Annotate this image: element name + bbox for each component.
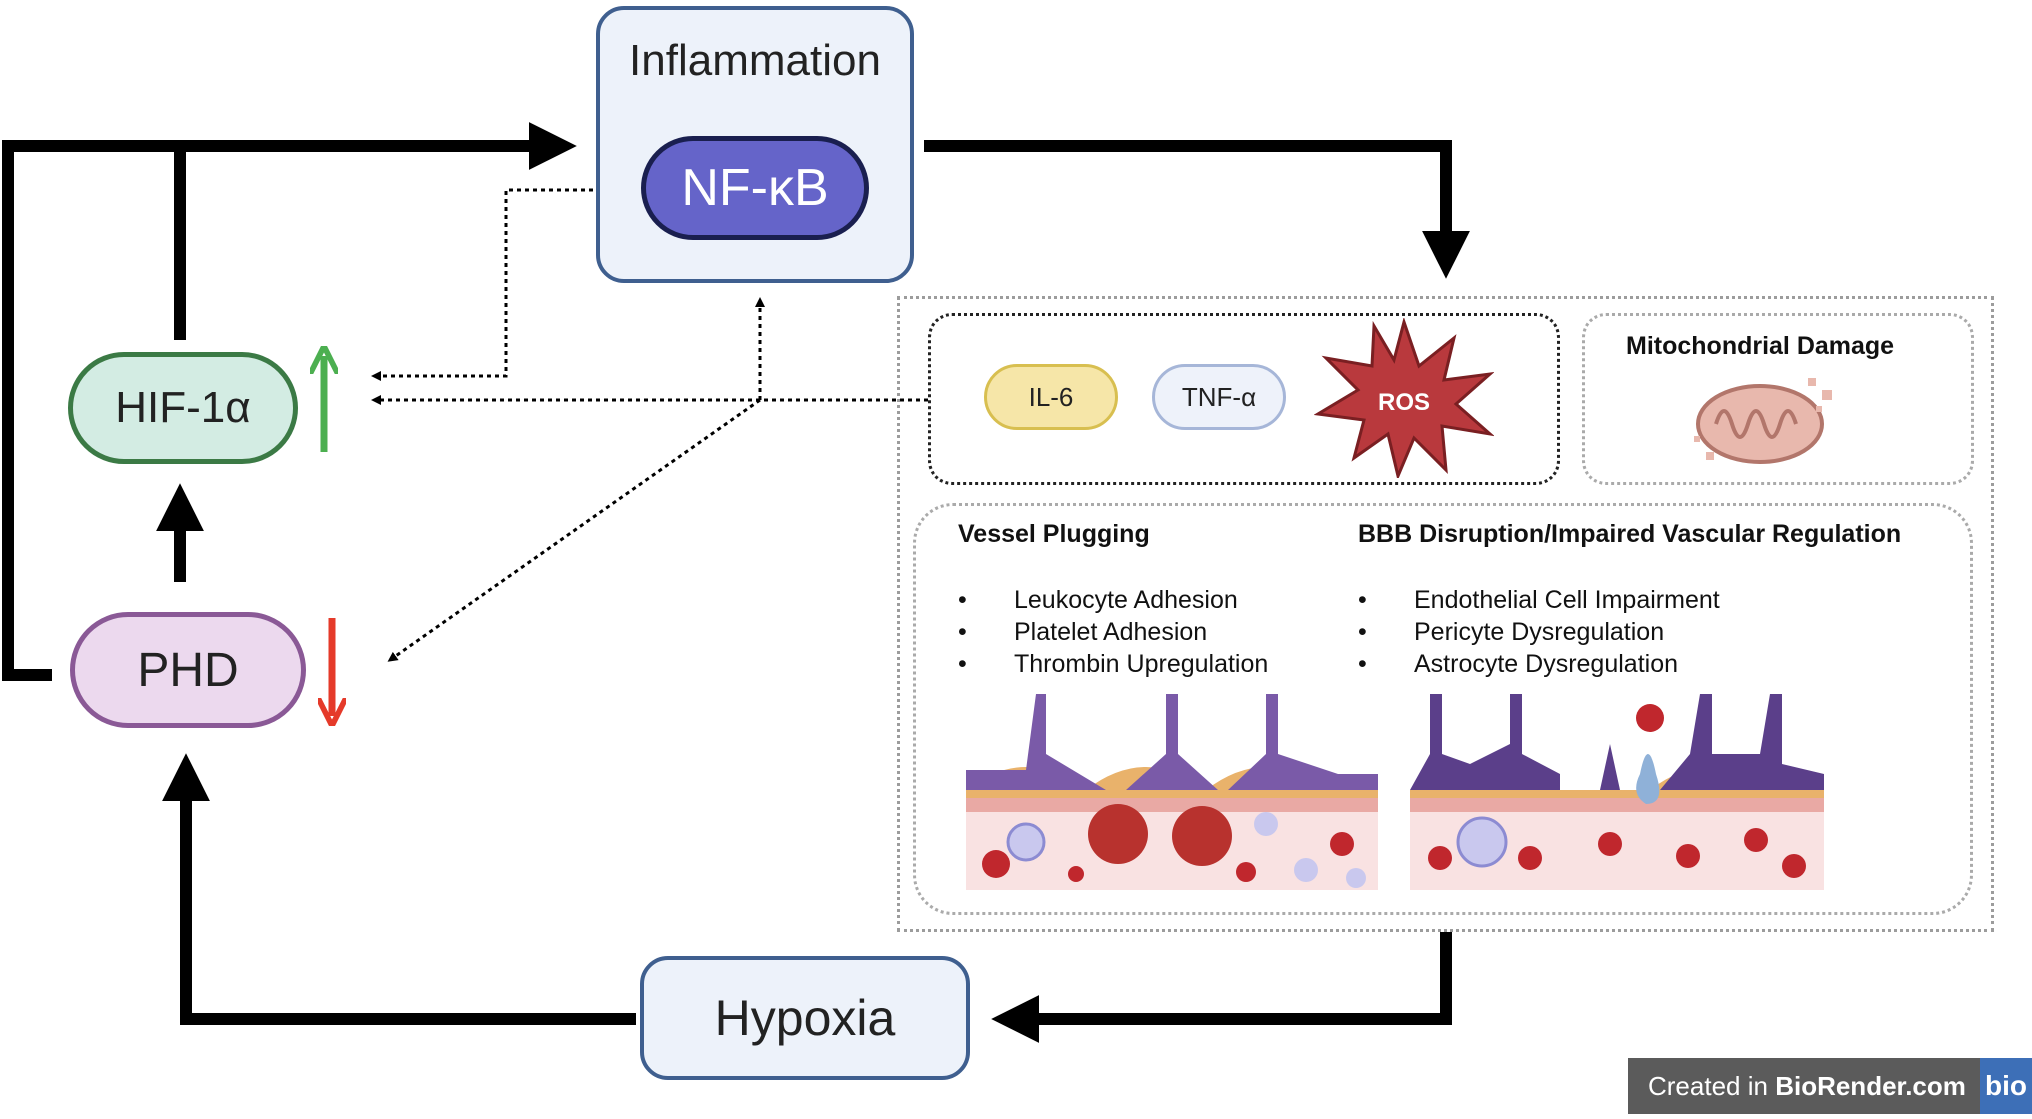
mitochondrion-icon (1694, 378, 1832, 464)
list-item: •Pericyte Dysregulation (1358, 618, 1665, 646)
biorender-footer (1628, 1058, 2032, 1114)
hypoxia-node: Hypoxia (640, 956, 970, 1080)
vessel-plugging-illustration (966, 694, 1378, 890)
nfkb-node: NF-κB (641, 136, 869, 240)
list-item: •Platelet Adhesion (958, 618, 1208, 646)
list-item: •Endothelial Cell Impairment (1358, 586, 1720, 614)
cytokine-panel (928, 313, 1560, 485)
il6-node: IL-6 (984, 364, 1118, 430)
ros-label: ROS (1378, 389, 1430, 416)
phd-to-inflammation-arrow (2, 122, 577, 681)
bbb-illustration (1410, 694, 1824, 890)
inflammation-label: Inflammation (629, 36, 881, 85)
vessel-plugging-title: Vessel Plugging (958, 520, 1150, 548)
nfkb-to-hif-dotted-arrow (371, 188, 641, 381)
hif-node: HIF-1α (68, 352, 298, 464)
nfkb-to-phd-dotted-arrow (387, 398, 761, 662)
biorender-logo-icon: bio (1980, 1058, 2032, 1114)
mitochondria-title: Mitochondrial Damage (1626, 332, 1895, 360)
tnf-node: TNF-α (1152, 364, 1286, 430)
list-item: •Astrocyte Dysregulation (1358, 650, 1679, 678)
ros-starburst: ROS (1314, 318, 1494, 478)
vascular-panel (913, 503, 1973, 915)
biorender-credit: Created in BioRender.com (1648, 1071, 1966, 1101)
mitochondria-panel (1582, 313, 1974, 485)
bbb-title: BBB Disruption/Impaired Vascular Regulat… (1358, 520, 1902, 548)
effects-panel (897, 296, 1994, 932)
phd-node: PHD (70, 612, 306, 728)
vessel-plugging-list: •Leukocyte Adhesion •Platelet Adhesion •… (958, 584, 1268, 680)
effects-to-hypoxia-arrow (991, 932, 1452, 1043)
bbb-list: •Endothelial Cell Impairment •Pericyte D… (1358, 584, 1720, 680)
list-item: •Leukocyte Adhesion (958, 586, 1238, 614)
inflammation-to-effects-arrow (924, 140, 1470, 279)
list-item: •Thrombin Upregulation (958, 650, 1269, 678)
hypoxia-to-phd-arrow (162, 753, 636, 1025)
